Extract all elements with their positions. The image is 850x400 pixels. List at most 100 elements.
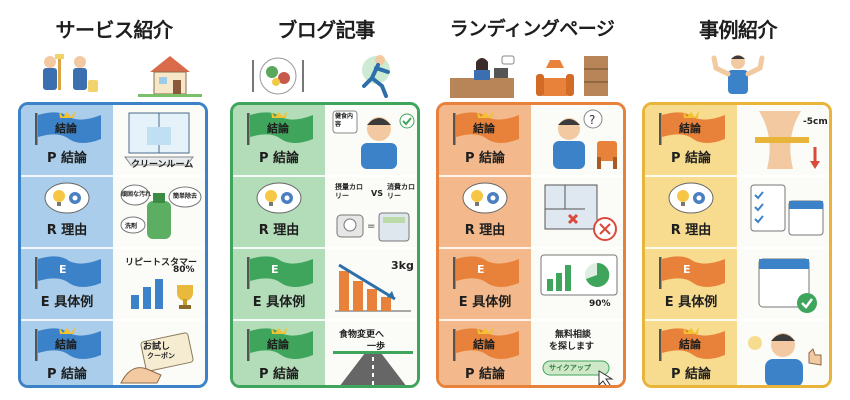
illustration-text: 頑固な汚れ [121,191,152,198]
illustration-text: 無料相談 [555,330,592,340]
svg-text:?: ? [589,113,595,127]
badge-text: E [477,263,485,276]
row-label: P 結論 [670,151,712,166]
row-label: P 結論 [258,151,300,166]
prep-row-reason: R 理由 = 摂量カロリー VS 消費カロリー [233,177,417,247]
prep-row-point: 結論 P 結論 無料相談 を探します サイクアップ [439,321,623,385]
flag-icon [453,111,519,145]
signup-button-label: サイクアップ [549,364,591,372]
bar-chart-trophy-icon [131,279,193,309]
prep-row-example: E E 具体例 [645,249,829,319]
prep-row-point: 結論 P 結論 [645,321,829,385]
badge-text: 結論 [679,122,701,135]
illustration-text: -5cm [803,117,828,127]
checklist-calendar-icon [750,184,824,236]
badge-text: 結論 [267,338,289,351]
coupon-hand-icon [120,332,194,384]
prep-row-point: 結論 P 結論 ? [439,105,623,175]
row-label: P 結論 [670,367,712,382]
clean-room-icon [124,112,194,166]
badge-text: E [59,263,67,276]
scale-calculator-icon: = [336,212,410,242]
illustration-text: VS [371,189,383,198]
waist-measure-icon [755,111,820,169]
thumbs-up-person-icon [748,333,822,385]
prep-panel: 結論 P 結論 ? R 理由 [436,102,626,388]
road-icon [333,351,413,385]
badge-text: 結論 [55,122,77,135]
lightbulb-gear-icon [462,182,508,214]
cleaning-staff-icon [43,54,98,92]
flag-icon [453,256,519,289]
runner-icon [362,55,390,98]
strong-person-icon [711,55,765,94]
row-label: P 結論 [464,367,506,382]
row-label: E 具体例 [458,295,512,310]
row-label: R 理由 [46,223,88,238]
armchair-shelf-icon [536,56,608,96]
illustration-text: 食物変更へ [339,330,385,340]
prep-panel: 結論 P 結論 -5cm R 理由 [642,102,832,388]
svg-text:=: = [367,221,375,232]
flag-icon [247,256,313,289]
illustration-text: リピートスタマー [125,258,198,268]
illustration-text: 摂量カロリー [335,183,363,200]
flag-icon [35,256,101,289]
flag-icon [35,327,101,361]
badge-text: 結論 [473,338,495,351]
lightbulb-gear-icon [668,182,714,214]
badge-text: 結論 [55,338,77,351]
flag-icon [35,111,101,145]
row-label: E 具体例 [664,295,718,310]
calendar-check-icon [758,258,817,313]
illustration-text: を探します [549,342,595,352]
prep-row-point: 結論 P 結論 食物変更へ 一歩 [233,321,417,385]
column-service-intro: サービス紹介 結論 P 結論 クリーン [18,0,210,400]
illustration-text: お試し [143,342,171,352]
flag-icon [453,327,519,361]
row-label: P 結論 [46,367,88,382]
column-title: 事例紹介 [699,18,778,42]
column-title: サービス紹介 [55,18,174,42]
dashboard-chart-icon [540,254,618,296]
prep-panel: 結論 P 結論 クリーンルーム R 理由 [18,102,208,388]
prep-row-reason: R 理由 [645,177,829,247]
flag-icon [659,111,725,145]
prep-row-example: E E 具体例 3kg [233,249,417,319]
lightbulb-gear-icon [256,182,302,214]
illustration-text: 3kg [391,259,414,272]
illustration-text: 洗剤 [125,223,138,230]
flag-icon [247,111,313,145]
row-label: R 理由 [258,223,300,238]
illustration-text: 80% [173,265,195,275]
prep-row-point: 結論 P 結論 クリーンルーム [21,105,205,175]
detergent-bottle-icon [120,184,202,239]
flag-icon [659,327,725,361]
row-label: R 理由 [670,223,712,238]
illustration-text: 健食内容 [335,113,354,128]
lightbulb-gear-icon [44,182,90,214]
badge-text: 結論 [473,122,495,135]
column-blog-article: ブログ記事 結論 P 結論 健食内容 [230,0,422,400]
food-plate-icon [252,57,304,95]
decreasing-bar-chart-icon [335,263,411,312]
badge-text: E [683,263,691,276]
column-title: ランディングページ [449,18,615,40]
badge-text: E [271,263,279,276]
prep-row-reason: R 理由 頑固な汚れ 簡単除去 洗剤 [21,177,205,247]
prep-row-reason: R 理由 [439,177,623,247]
illustration-text: クリーンルーム [131,160,194,170]
thinking-person-icon [332,110,415,169]
prep-panel: 結論 P 結論 健食内容 R 理由 = [230,102,420,388]
flag-icon [659,256,725,289]
signup-button-icon [542,360,614,385]
flag-icon [247,327,313,361]
prep-row-example: E E 具体例 90% [439,249,623,319]
illustration-text: 簡単除去 [173,193,198,200]
column-title: ブログ記事 [277,18,375,42]
illustration-text: 一歩 [367,342,386,352]
row-label: E 具体例 [40,295,94,310]
badge-text: 結論 [679,338,701,351]
row-label: E 具体例 [252,295,306,310]
floor-plan-error-icon [544,184,617,241]
